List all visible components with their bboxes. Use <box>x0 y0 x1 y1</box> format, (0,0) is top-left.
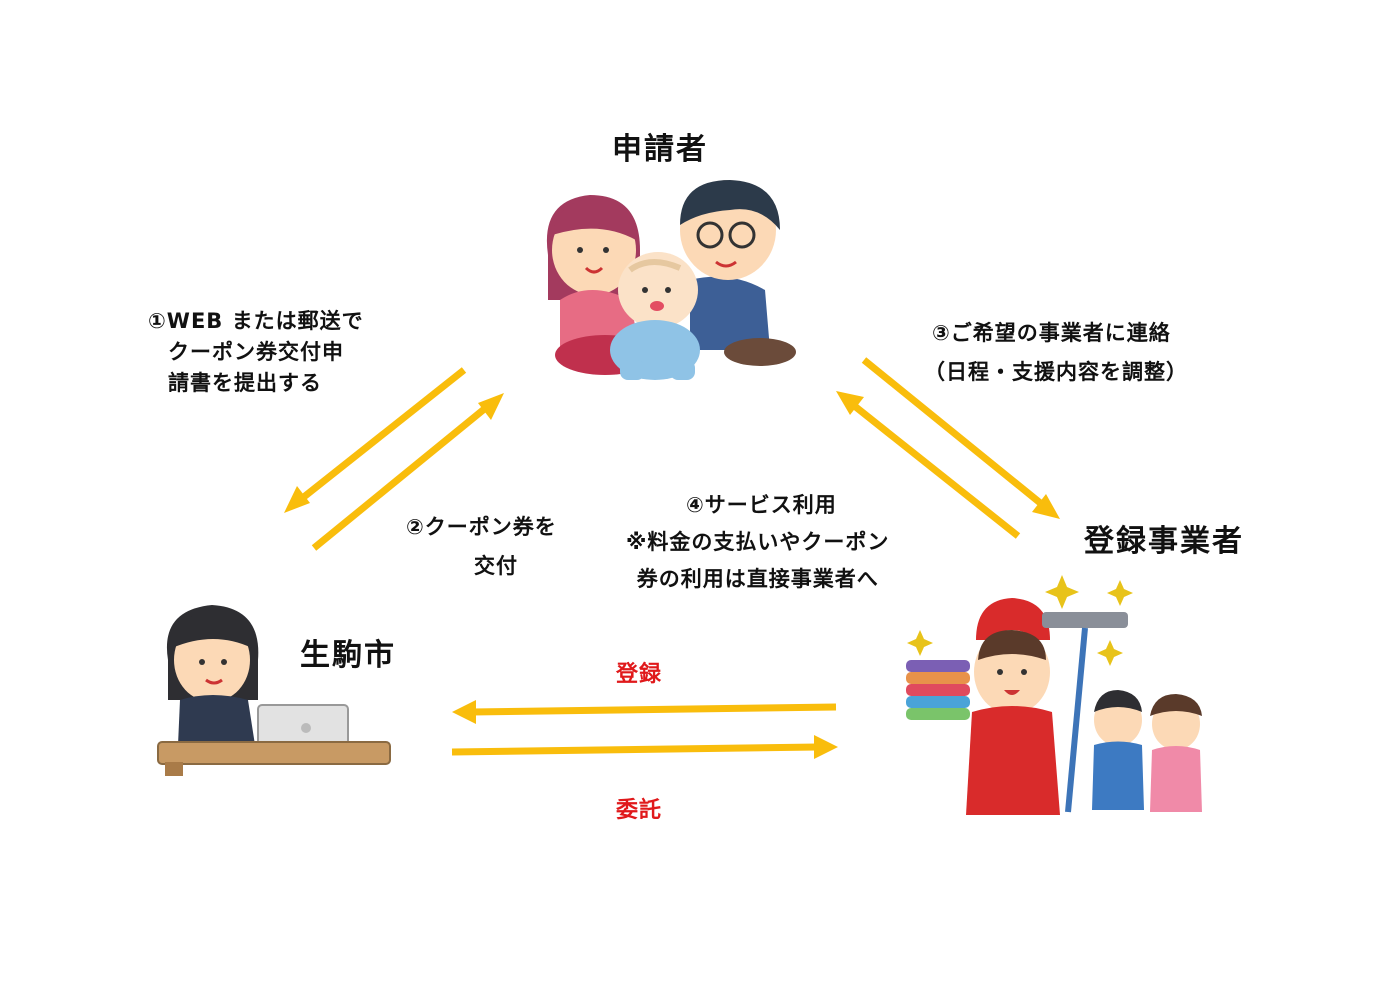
entrust-label: 委託 <box>616 798 663 823</box>
city-label: 生駒市 <box>300 638 396 673</box>
children-figures <box>1092 690 1202 812</box>
housekeeper-figure <box>966 598 1060 815</box>
step3-text: ③ご希望の事業者に連絡 （日程・支援内容を調整） <box>924 318 1188 388</box>
arrowhead-register <box>452 700 476 724</box>
arrowhead-applicant-to-provider <box>1032 494 1060 519</box>
register-label: 登録 <box>616 662 663 687</box>
step3-line2: （日程・支援内容を調整） <box>924 360 1188 384</box>
towel-stack-figure <box>906 660 970 720</box>
step1-line1: ①WEB または郵送で <box>148 309 364 333</box>
arrow-city-to-applicant <box>311 403 491 551</box>
step4-line1: ④サービス利用 <box>686 493 837 517</box>
baby-figure <box>610 252 700 380</box>
arrow-entrust <box>451 743 819 756</box>
provider-label: 登録事業者 <box>1084 524 1244 559</box>
arrowhead-applicant-to-city <box>284 486 310 513</box>
father-figure <box>680 180 796 366</box>
step2-text: ②クーポン券を 交付 <box>406 512 557 582</box>
arrow-register <box>471 703 837 716</box>
step3-line1: ③ご希望の事業者に連絡 <box>932 321 1171 345</box>
arrow-provider-to-applicant <box>849 401 1021 539</box>
mother-figure <box>546 195 655 375</box>
arrow-applicant-to-provider <box>861 357 1047 509</box>
step4-text: ④サービス利用 ※料金の支払いやクーポン 券の利用は直接事業者へ <box>626 490 889 595</box>
arrow-applicant-to-city <box>297 367 467 503</box>
step1-text: ①WEB または郵送で クーポン券交付申 請書を提出する <box>148 306 364 399</box>
step1-line2: クーポン券交付申 <box>168 340 344 364</box>
arrowhead-entrust <box>814 735 838 759</box>
arrowhead-provider-to-applicant <box>836 391 864 415</box>
step1-line3: 請書を提出する <box>168 371 322 395</box>
sparkle-icons <box>907 575 1133 666</box>
step4-line2: ※料金の支払いやクーポン <box>626 530 890 554</box>
office-worker-figure <box>166 605 259 745</box>
arrowhead-city-to-applicant <box>478 393 504 420</box>
step4-line3: 券の利用は直接事業者へ <box>636 567 879 591</box>
step2-line1: ②クーポン券を <box>406 515 557 539</box>
mop-figure <box>1042 612 1128 813</box>
desk-figure <box>157 741 391 776</box>
applicant-label: 申請者 <box>612 132 708 167</box>
step2-line2: 交付 <box>474 554 518 578</box>
